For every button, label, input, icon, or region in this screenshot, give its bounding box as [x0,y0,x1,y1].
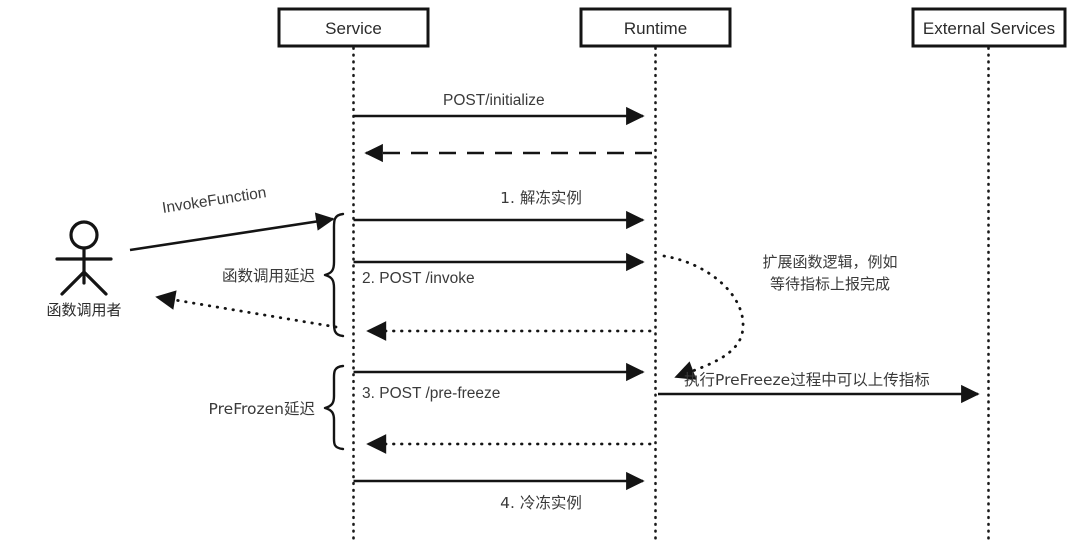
message-invoke-function[interactable]: InvokeFunction [129,184,335,252]
participant-service[interactable]: Service [277,7,430,48]
message-label-post-pre-freeze: 3. POST /pre-freeze [362,385,500,402]
participant-box-external [911,7,1067,48]
actor-label: 函数调用者 [46,301,121,319]
participant-runtime[interactable]: Runtime [579,7,732,48]
curve-extension-logic-path [662,254,745,380]
actor-head-icon [69,220,99,250]
actor-leg-right [82,270,108,296]
message-arrow-invoke-return-to-caller [155,290,338,329]
curve-extension-logic [662,254,745,380]
participant-box-runtime [579,7,732,48]
message-label-post-initialize: POST/initialize [443,92,545,109]
message-post-invoke[interactable]: 2. POST /invoke [353,252,645,287]
message-label-invoke-function: InvokeFunction [161,184,267,217]
brace-invoke-latency: 函数调用延迟 [222,212,345,338]
actor-function-caller[interactable]: 函数调用者 [46,220,122,319]
brace-label-prefrozen-latency: PreFrozen延迟 [209,400,315,418]
participant-external-services[interactable]: External Services [911,7,1067,48]
message-invoke-return-to-caller[interactable] [155,290,338,329]
message-post-initialize[interactable]: POST/initialize [353,92,645,126]
participant-label-runtime: Runtime [624,19,687,38]
brace-label-invoke-latency: 函数调用延迟 [222,267,315,285]
message-prefreeze-upload-metrics[interactable]: 执行PreFreeze过程中可以上传指标 [658,371,980,404]
brace-prefrozen-latency: PreFrozen延迟 [209,364,345,451]
message-label-unfreeze-instance: 1. 解冻实例 [500,189,582,207]
message-label-freeze-instance: 4. 冷冻实例 [500,494,582,512]
message-unfreeze-instance[interactable]: 1. 解冻实例 [353,189,645,230]
message-freeze-instance[interactable]: 4. 冷冻实例 [353,471,645,512]
participant-label-external: External Services [923,19,1055,38]
actor-leg-left [60,270,86,296]
note-line-2: 等待指标上报完成 [770,275,890,293]
brace-shape-invoke-latency [323,212,345,338]
message-arrow-invoke-function [129,212,335,252]
message-post-pre-freeze[interactable]: 3. POST /pre-freeze [353,362,645,402]
brace-shape-prefrozen-latency [323,364,345,451]
message-label-prefreeze-upload-metrics: 执行PreFreeze过程中可以上传指标 [684,371,930,389]
message-label-post-invoke: 2. POST /invoke [362,270,475,287]
participant-box-service [277,7,430,48]
note-line-1: 扩展函数逻辑，例如 [762,253,897,271]
note-extension-logic: 扩展函数逻辑，例如 等待指标上报完成 [762,253,897,293]
participant-label-service: Service [325,19,382,38]
